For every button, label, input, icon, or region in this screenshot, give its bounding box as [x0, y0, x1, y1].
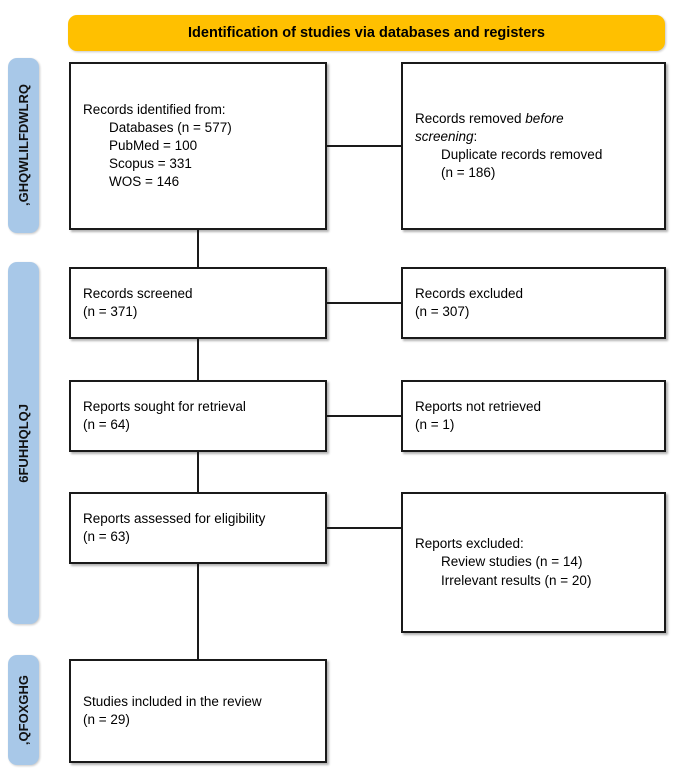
phase-bar-identification: ‚GHQWLILFDWLRQ: [8, 58, 39, 233]
connector-sought-to-assessed: [197, 452, 199, 492]
phase-bar-screening: 6FUHHQLQJ: [8, 262, 39, 624]
phase-bar-included: ‚QFOXGHG: [8, 655, 39, 765]
box-records-identified: Records identified from: Databases (n = …: [69, 62, 327, 230]
records-identified-line-4: WOS = 146: [109, 174, 180, 190]
connector-identified-to-screened: [197, 230, 199, 267]
reports-excluded-line-0: Reports excluded:: [415, 536, 524, 552]
records-identified-line-0: Records identified from:: [83, 101, 226, 117]
studies-included-line-0: Studies included in the review: [83, 693, 262, 709]
reports-not-retrieved-line-0: Reports not retrieved: [415, 398, 542, 414]
studies-included-line-1: (n = 29): [83, 712, 130, 727]
connector-sought-to-not-retrieved: [327, 415, 401, 417]
records-identified-line-3: Scopus = 331: [109, 156, 192, 172]
records-removed-text: Records removed: [415, 110, 526, 126]
box-reports-assessed: Reports assessed for eligibility (n = 63…: [69, 492, 327, 564]
reports-excluded-line-2: Irrelevant results (n = 20): [441, 572, 592, 588]
reports-sought-line-0: Reports sought for retrieval: [83, 398, 246, 414]
connector-screened-to-sought: [197, 339, 199, 380]
box-reports-not-retrieved: Reports not retrieved (n = 1): [401, 380, 666, 452]
records-excluded-line-0: Records excluded: [415, 285, 524, 301]
records-excluded-line-1: (n = 307): [415, 304, 470, 319]
records-removed-line-3: (n = 186): [441, 165, 496, 181]
records-removed-emphasis-before: before: [525, 110, 564, 126]
diagram-title: Identification of studies via databases …: [188, 25, 545, 41]
reports-sought-line-1: (n = 64): [83, 417, 130, 432]
phase-label-screening: 6FUHHQLQJ: [16, 403, 31, 483]
box-records-excluded: Records excluded (n = 307): [401, 267, 666, 339]
connector-assessed-to-included: [197, 564, 199, 659]
records-screened-line-1: (n = 371): [83, 304, 138, 319]
connector-assessed-to-excluded: [327, 527, 401, 529]
reports-assessed-line-1: (n = 63): [83, 529, 130, 544]
diagram-header-banner: Identification of studies via databases …: [68, 15, 665, 51]
connector-screened-to-excluded: [327, 302, 401, 304]
box-studies-included: Studies included in the review (n = 29): [69, 659, 327, 763]
records-removed-line-0: Records removed before: [415, 110, 652, 128]
records-removed-colon: :: [473, 128, 478, 144]
records-screened-line-0: Records screened: [83, 285, 193, 301]
records-removed-line-1: screening:: [415, 128, 652, 146]
box-reports-sought: Reports sought for retrieval (n = 64): [69, 380, 327, 452]
box-records-screened: Records screened (n = 371): [69, 267, 327, 339]
phase-label-identification: ‚GHQWLILFDWLRQ: [16, 84, 31, 207]
records-identified-line-1: Databases (n = 577): [109, 119, 232, 135]
reports-assessed-line-0: Reports assessed for eligibility: [83, 510, 266, 526]
records-removed-line-2: Duplicate records removed: [441, 147, 603, 162]
connector-identified-to-removed: [327, 145, 401, 147]
reports-excluded-line-1: Review studies (n = 14): [441, 554, 583, 570]
reports-not-retrieved-line-1: (n = 1): [415, 417, 455, 432]
records-identified-line-2: PubMed = 100: [109, 137, 198, 153]
records-removed-emphasis-screening: screening: [415, 128, 474, 144]
box-records-removed: Records removed before screening: Duplic…: [401, 62, 666, 230]
box-reports-excluded: Reports excluded: Review studies (n = 14…: [401, 492, 666, 633]
phase-label-included: ‚QFOXGHG: [16, 674, 31, 746]
